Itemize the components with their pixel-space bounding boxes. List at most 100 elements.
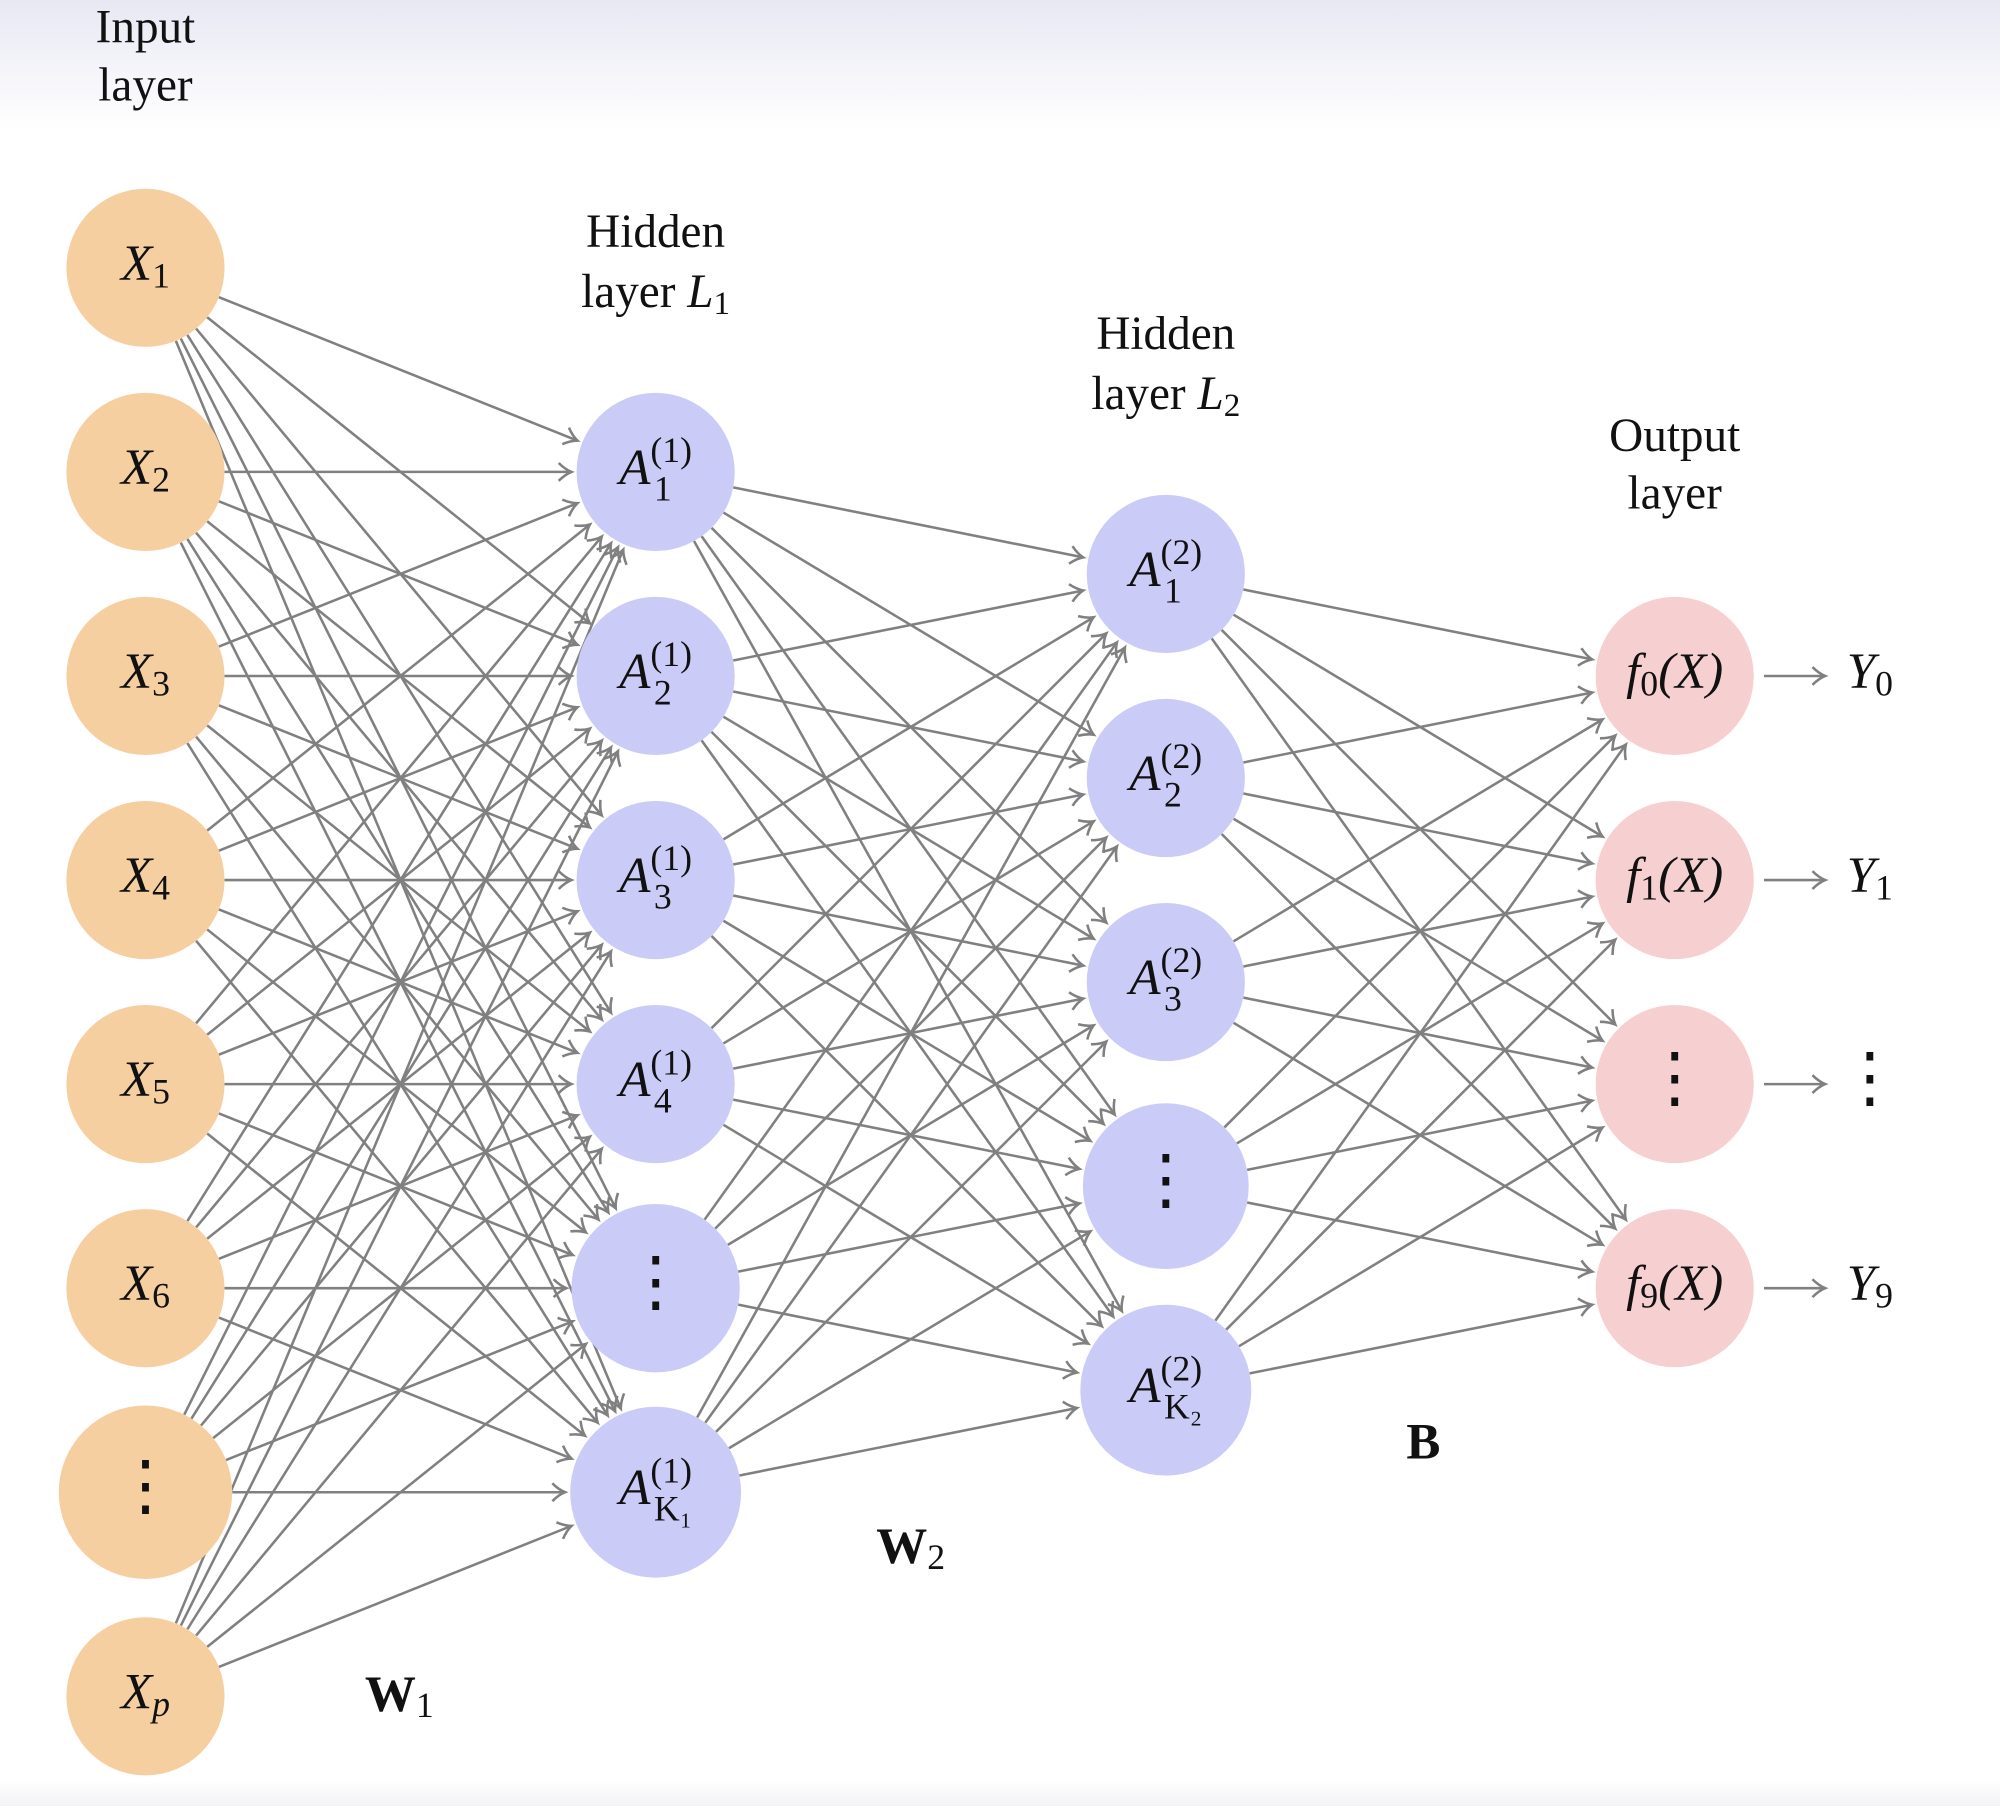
output-node-label-3: ⋮ [1642,1041,1708,1114]
edge-hidden2-3-to-output-2 [1243,889,1596,968]
edge-input-6-to-hidden1-1 [186,540,614,1222]
edge-input-3-to-hidden1-1 [218,498,581,648]
hidden2-node-1 [1086,494,1245,654]
edge-input-5-to-hidden1-5 [218,1112,576,1260]
hidden1-node-5 [571,1204,740,1373]
input-node-7 [58,1405,233,1579]
edge-hidden1-6-to-hidden2-5 [739,1400,1081,1477]
output-y-label-3: ⋮ [1837,1041,1903,1114]
edge-hidden1-2-to-hidden2-2 [732,690,1087,769]
edge-hidden1-3-to-hidden2-2 [732,787,1087,866]
edge-hidden1-4-to-hidden2-3 [732,991,1087,1070]
input-node-4 [66,800,225,960]
edge-hidden2-5-to-output-4 [1249,1297,1596,1375]
edge-hidden2-1-to-output-2 [1232,613,1606,839]
hidden1-node-4 [576,1005,735,1164]
hidden1-node-2 [576,596,735,756]
edge-input-4-to-hidden1-1 [206,522,593,832]
edge-input-1-to-hidden1-2 [206,316,593,626]
edge-hidden1-1-to-hidden2-5 [692,540,1125,1315]
output-y-label-4: Y9 [1847,1256,1893,1316]
edge-hidden1-3-to-hidden2-5 [710,935,1105,1329]
weight-label-3: B [1406,1414,1440,1470]
edge-hidden1-1-to-hidden2-2 [722,511,1097,738]
edge-hidden1-6-to-hidden2-3 [715,1039,1109,1433]
hidden1-node-6 [570,1406,742,1578]
edge-hidden2-5-to-output-3 [1238,1125,1606,1348]
hidden1-node-label-1: A(1)1 [616,430,692,508]
edge-input-5-to-hidden1-6 [206,1132,588,1438]
edge-input-4-to-hidden1-5 [206,928,589,1235]
edge-input-2-to-hidden1-3 [206,520,593,830]
input-node-label-1: X1 [119,236,170,296]
edge-hidden1-3-to-hidden2-1 [722,614,1097,841]
input-node-2 [66,392,225,551]
edge-input-2-to-hidden1-6 [179,542,619,1415]
edge-hidden1-3-to-hidden2-4 [722,919,1094,1144]
edge-input-3-to-hidden1-5 [195,735,601,1223]
output-title-line2: layer [1628,467,1723,519]
edge-input-3-to-hidden1-4 [206,724,593,1034]
edge-hidden2-4-to-output-1 [1223,733,1618,1129]
input-title-line1: Input [96,2,196,54]
output-node-2 [1595,800,1754,960]
edge-input-8-to-hidden1-2 [179,748,622,1627]
edge-input-8-to-hidden1-6 [218,1521,575,1669]
edge-input-7-to-hidden1-1 [183,544,622,1416]
input-node-label-4: X4 [119,848,170,908]
hidden2-node-4 [1082,1103,1249,1270]
output-node-3 [1595,1005,1754,1164]
edge-input-5-to-hidden1-1 [195,533,604,1025]
hidden1-node-label-2: A(1)2 [616,634,692,712]
output-node-label-1: f0(X) [1626,644,1723,704]
hidden2-node-3 [1086,903,1245,1062]
hidden2-node-label-1: A(2)1 [1126,532,1202,610]
edge-hidden2-2-to-output-3 [1232,817,1606,1044]
hidden1-node-1 [576,392,735,551]
edge-input-1-to-hidden1-1 [218,296,581,446]
edge-hidden2-3-to-output-1 [1232,717,1606,943]
hidden1-title-line1: Hidden [586,206,725,258]
edge-input-2-to-hidden1-5 [186,538,611,1216]
input-node-label-3: X3 [119,644,170,704]
edge-hidden1-5-to-hidden2-1 [703,639,1119,1221]
edge-hidden1-3-to-hidden2-3 [732,894,1087,973]
edge-hidden2-3-to-output-3 [1243,996,1596,1075]
edge-input-4-to-hidden1-4 [218,908,581,1058]
input-node-8 [66,1617,225,1776]
edge-hidden1-6-to-hidden2-4 [728,1229,1094,1450]
input-node-label-7: ⋮ [112,1449,178,1522]
edge-input-8-to-hidden1-3 [186,948,614,1630]
edge-input-3-to-hidden1-6 [186,742,610,1419]
edge-hidden1-4-to-hidden2-5 [722,1123,1092,1346]
output-title-line1: Output [1609,410,1740,462]
input-node-label-6: X6 [119,1256,170,1316]
edge-input-3-to-hidden1-3 [218,704,581,854]
connections [174,296,1829,1669]
output-node-1 [1595,596,1754,756]
hidden2-node-label-2: A(2)2 [1126,736,1202,814]
edge-input-4-to-hidden1-6 [195,939,600,1426]
edge-input-8-to-hidden1-4 [195,1146,604,1637]
edge-hidden1-1-to-hidden2-1 [732,486,1087,565]
hidden2-node-label-4: ⋮ [1133,1143,1199,1216]
hidden2-title-line1: Hidden [1096,308,1235,360]
hidden2-node-label-3: A(2)3 [1126,940,1202,1018]
hidden1-node-label-3: A(1)3 [616,838,692,916]
edge-hidden2-1-to-output-1 [1243,588,1596,667]
output-y-label-1: Y0 [1847,644,1893,704]
hidden2-node-label-5: A(2)K₂ [1126,1349,1202,1427]
hidden2-node-5 [1080,1304,1252,1476]
input-node-label-2: X2 [119,440,170,500]
hidden2-node-2 [1086,698,1245,858]
edge-hidden1-2-to-hidden2-5 [700,739,1116,1320]
weight-label-1: W1 [365,1667,434,1726]
output-node-4 [1595,1209,1754,1368]
edge-hidden1-2-to-hidden2-3 [722,715,1097,942]
hidden1-node-label-5: ⋮ [622,1245,688,1318]
edge-hidden2-5-to-output-1 [1214,741,1628,1322]
edge-hidden2-2-to-output-4 [1220,833,1618,1232]
